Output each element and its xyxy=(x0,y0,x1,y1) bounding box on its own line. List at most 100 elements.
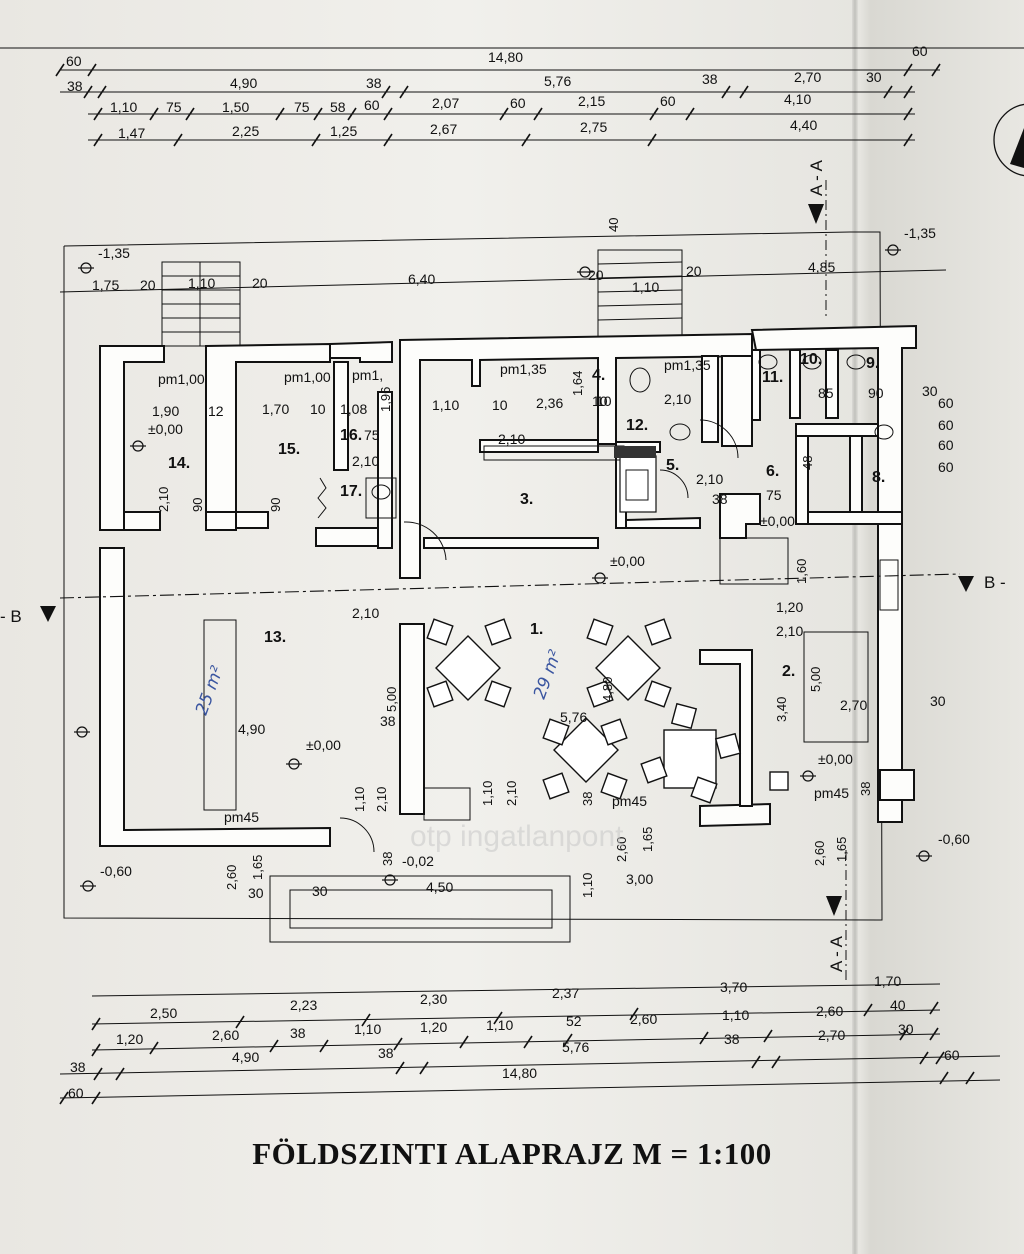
dim-1-wall: 38 xyxy=(580,792,595,806)
level-room-13: ±0,00 xyxy=(306,737,341,753)
dim-upper-5: 20 xyxy=(588,267,604,283)
label-pm-2: pm45 xyxy=(814,785,849,801)
dim-bot-r4-2: 60 xyxy=(944,1047,960,1063)
label-pm-12: pm1,35 xyxy=(664,357,711,373)
room-11: 11. xyxy=(762,369,783,386)
dim-top-r1-1: 14,80 xyxy=(488,49,523,65)
room-6: 6. xyxy=(766,463,779,480)
handwritten-area-13: 25 m² xyxy=(192,663,228,717)
dim-15-wall: 10 xyxy=(310,401,326,417)
dim-upper-9: 40 xyxy=(606,218,621,232)
dim-right-60-d: 60 xyxy=(938,459,954,475)
dim-entrance-right-d: 1,10 xyxy=(580,873,595,898)
paper-fold xyxy=(852,0,858,1254)
dim-4-wall: 10 xyxy=(596,393,612,409)
dim-entrance-left-a: 2,60 xyxy=(224,865,239,890)
room-3: 3. xyxy=(520,491,533,508)
dim-2-d: 2,70 xyxy=(840,697,867,713)
room-17: 17. xyxy=(340,483,362,500)
dim-bot-r2-0: 1,20 xyxy=(116,1031,143,1047)
tables-and-chairs xyxy=(426,618,789,804)
north-arrow xyxy=(993,103,1024,177)
dim-top-r4-3: 2,67 xyxy=(430,121,457,137)
dim-top-r2-2: 38 xyxy=(366,75,382,91)
handwritten-area-1: 29 m² xyxy=(530,647,566,701)
dim-8-height: 48 xyxy=(800,456,815,470)
dim-4-height: 1,64 xyxy=(570,371,585,396)
inner-dimensions: pm1,00 pm1,00 pm1, pm1,35 pm1,35 1,90 12… xyxy=(152,357,954,901)
dim-right-60-b: 60 xyxy=(938,417,954,433)
label-pm-15: pm1,00 xyxy=(284,369,331,385)
dim-upper-3: 20 xyxy=(252,275,268,291)
dim-3-wall-a: 10 xyxy=(492,397,508,413)
dim-top-r3-10: 4,10 xyxy=(784,91,811,107)
dim-16-door: 75 xyxy=(364,427,380,443)
section-bb-line: - B B - xyxy=(0,573,1006,626)
dim-right-60-c: 60 xyxy=(938,437,954,453)
dim-bot-r1-2: 2,30 xyxy=(420,991,447,1007)
section-aa-label-bottom: A - A xyxy=(827,935,846,972)
room-13: 13. xyxy=(264,629,286,646)
dim-top-r1-2: 60 xyxy=(912,43,928,59)
dim-top-r4-2: 1,25 xyxy=(330,123,357,139)
dim-14-door-w: 2,10 xyxy=(156,487,171,512)
dim-upper-7: 20 xyxy=(686,263,702,279)
dim-bot-r2-9: 2,60 xyxy=(816,1003,843,1019)
dim-1-door-b: 2,10 xyxy=(504,781,519,806)
dim-2-ent-b: 1,65 xyxy=(834,837,849,862)
dim-bot-r2-10: 40 xyxy=(890,997,906,1013)
dim-14-door-h: 90 xyxy=(190,498,205,512)
dim-bot-r1-3: 2,37 xyxy=(552,985,579,1001)
dim-16-width: 1,08 xyxy=(340,401,367,417)
dim-13-width: 4,90 xyxy=(238,721,265,737)
dim-entrance-right-b: 1,65 xyxy=(640,827,655,852)
dim-2-a: 1,20 xyxy=(776,599,803,615)
dim-bot-r2-7: 2,60 xyxy=(630,1011,657,1027)
dim-6-door: 75 xyxy=(766,487,782,503)
walls xyxy=(99,324,917,943)
level-upper-left: -1,35 xyxy=(98,245,130,261)
dim-top-r2-4: 38 xyxy=(702,71,718,87)
stairs-top-right xyxy=(597,249,683,341)
level-room-14: ±0,00 xyxy=(148,421,183,437)
dim-upper-2: 1,10 xyxy=(188,275,215,291)
room-2: 2. xyxy=(782,663,795,680)
dim-top-r3-8: 2,15 xyxy=(578,93,605,109)
dim-top-r3-1: 75 xyxy=(166,99,182,115)
section-b-right-label: B - xyxy=(984,573,1006,592)
dim-entrance-right-a: 2,60 xyxy=(614,837,629,862)
room-14: 14. xyxy=(168,455,190,472)
dim-entrance-right-c: 3,00 xyxy=(626,871,653,887)
dim-upper-4: 6,40 xyxy=(408,271,435,287)
dim-6-wall: 38 xyxy=(712,491,728,507)
dim-right-60-a: 60 xyxy=(938,395,954,411)
dim-1-width: 5,76 xyxy=(560,709,587,725)
label-pm-3: pm1,35 xyxy=(500,361,547,377)
dim-13-height: 5,00 xyxy=(384,687,399,712)
dim-bot-r3-5: 2,70 xyxy=(818,1027,845,1043)
dim-2-wall: 30 xyxy=(930,693,946,709)
dim-entrance-wall: 38 xyxy=(380,852,395,866)
dim-upper-1: 20 xyxy=(140,277,156,293)
dim-2-ent-a: 2,60 xyxy=(812,841,827,866)
dim-entrance-width: 4,50 xyxy=(426,879,453,895)
dim-13-wall: 38 xyxy=(380,713,396,729)
dim-top-r3-5: 60 xyxy=(364,97,380,113)
dim-bot-r1-1: 2,23 xyxy=(290,997,317,1013)
dim-10-width: 85 xyxy=(818,385,834,401)
dim-15-door-w: 90 xyxy=(268,498,283,512)
dim-bot-r3-0: 38 xyxy=(70,1059,86,1075)
bottom-dimension-chains: 2,50 2,23 2,30 2,37 3,70 1,70 1,20 2,60 … xyxy=(59,973,1001,1105)
dim-1-height: 4,80 xyxy=(600,677,615,702)
level-entrance: -0,02 xyxy=(402,853,434,869)
dim-top-r2-3: 5,76 xyxy=(544,73,571,89)
section-b-left-label: - B xyxy=(0,607,22,626)
dim-top-r3-4: 58 xyxy=(330,99,346,115)
drawing-title: FÖLDSZINTI ALAPRAJZ M = 1:100 xyxy=(252,1136,772,1171)
room-10: 10. xyxy=(800,351,822,368)
dim-bot-r3-6: 30 xyxy=(898,1021,914,1037)
dim-bot-r1-5: 1,70 xyxy=(874,973,901,989)
dim-top-r3-6: 2,07 xyxy=(432,95,459,111)
dim-top-r3-0: 1,10 xyxy=(110,99,137,115)
